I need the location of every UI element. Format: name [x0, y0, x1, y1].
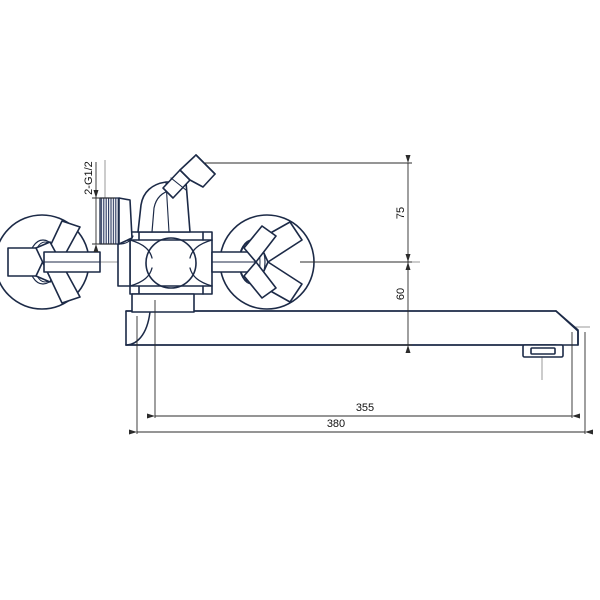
right-cross-handle: [211, 214, 315, 310]
left-cross-handle: [0, 214, 101, 310]
shower-outlet: [162, 154, 216, 199]
long-spout: [125, 310, 579, 346]
threaded-inlet: [99, 197, 134, 287]
dim-label-60: 60: [395, 288, 407, 300]
central-body-hub: [129, 231, 213, 313]
dim-label-380: 380: [327, 418, 345, 430]
dimension-annotations: 75 60 355 380 2-G1/2: [83, 155, 593, 435]
dim-label-75: 75: [395, 207, 407, 219]
dim-label-355: 355: [356, 402, 374, 414]
dim-label-thread-size: 2-G1/2: [83, 161, 95, 195]
faucet-product-outline: [0, 154, 579, 358]
spout-aerator: [522, 344, 564, 358]
